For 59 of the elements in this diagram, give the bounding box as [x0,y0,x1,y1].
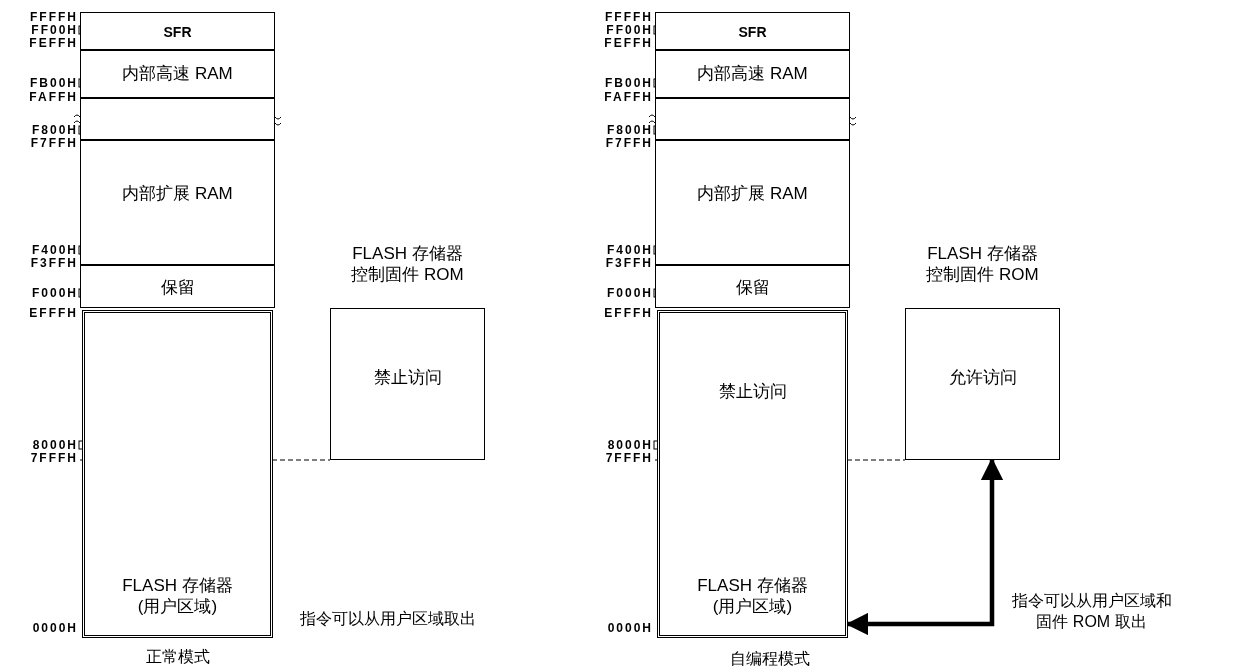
address-label: F800H [30,124,78,137]
address-label: 8000H [606,439,653,452]
memory-segment [655,50,850,98]
address-label: F000H [605,287,653,300]
block-label: FLASH 存储器 (用户区域) [121,575,234,617]
block-label: 禁止访问 [373,367,442,388]
block-label: FLASH 存储器 (用户区域) [696,575,809,617]
memory-segment [80,50,275,98]
block-label: 保留 [735,277,770,298]
address-label: 0000H [31,622,78,635]
flash-memory-region [657,310,848,638]
block-label: 内部扩展 RAM [122,183,233,204]
address-label: FAFFH [28,91,78,104]
memory-segment [80,265,275,308]
address-label: FFFFH [29,11,78,24]
address-label: F3FFH [604,257,653,270]
address-label: FB00H [29,77,78,90]
block-label: SFR [163,23,192,42]
block-label: 保留 [160,277,195,298]
address-label: 7FFFH [29,452,78,465]
block-label: SFR [738,23,767,42]
address-label: FF00H [605,24,653,37]
address-label: 7FFFH [604,452,653,465]
block-label: 允许访问 [948,367,1017,388]
block-label: 禁止访问 [718,381,787,402]
address-label: F400H [605,244,653,257]
memory-segment [655,265,850,308]
address-label: EFFFH [603,307,653,320]
note-text: 指令可以从用户区域取出 [300,609,476,629]
address-label: F000H [30,287,78,300]
memory-segment [80,12,275,50]
memory-segment [655,12,850,50]
block-heading: FLASH 存储器控制固件 ROM [350,243,465,285]
address-label: FB00H [604,77,653,90]
block-label: 内部高速 RAM [122,63,233,84]
address-label: FEFFH [603,37,653,50]
address-label: F7FFH [604,137,653,150]
note-text: 指令可以从用户区域和固件 ROM 取出 [1010,591,1173,632]
address-label: F800H [605,124,653,137]
memory-segment [655,140,850,265]
block-heading: FLASH 存储器控制固件 ROM [925,243,1040,285]
address-label: FFFFH [604,11,653,24]
address-label: F400H [30,244,78,257]
address-label: EFFFH [28,307,78,320]
memory-gap-segment [655,98,850,140]
address-label: FEFFH [28,37,78,50]
address-label: F7FFH [29,137,78,150]
memory-gap-segment [80,98,275,140]
address-label: FAFFH [603,91,653,104]
address-label: F3FFH [29,257,78,270]
mode-caption: 自编程模式 [730,649,810,669]
flash-memory-region [82,310,273,638]
memory-segment [80,140,275,265]
address-label: 8000H [31,439,78,452]
address-label: 0000H [606,622,653,635]
block-label: 内部高速 RAM [697,63,808,84]
address-label: FF00H [30,24,78,37]
mode-caption: 正常模式 [146,647,210,667]
block-label: 内部扩展 RAM [697,183,808,204]
